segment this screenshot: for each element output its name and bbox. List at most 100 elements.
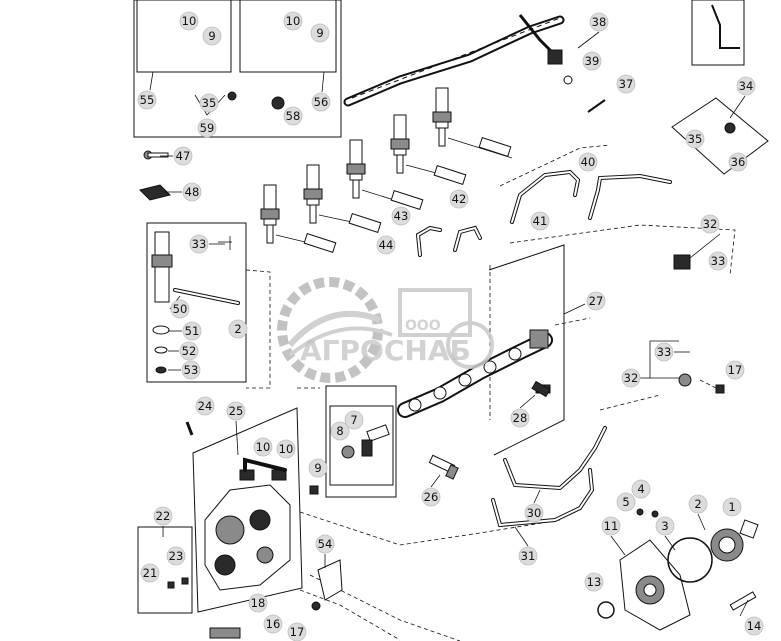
callout-label: 1: [728, 500, 735, 514]
callout-circle: [530, 211, 550, 231]
callout-circle: [182, 321, 202, 341]
callout-circle: [179, 341, 199, 361]
callout-circle: [197, 118, 217, 138]
callout-7: 7: [344, 410, 364, 430]
callout-44: 44: [376, 235, 396, 255]
callout-17: 17: [287, 622, 307, 641]
callout-label: 40: [581, 155, 596, 169]
callout-circle: [140, 563, 160, 583]
callout-circle: [283, 106, 303, 126]
callout-label: 27: [589, 294, 604, 308]
callout-circle: [179, 11, 199, 31]
callout-label: 58: [286, 109, 301, 123]
callout-label: 7: [350, 413, 357, 427]
callout-9: 9: [308, 458, 328, 478]
callout-circle: [589, 12, 609, 32]
callout-label: 30: [527, 506, 542, 520]
callout-circle: [173, 146, 193, 166]
callout-label: 33: [192, 237, 207, 251]
oil-pump-11: [597, 508, 759, 631]
inset-frame-55-56: [133, 0, 342, 138]
callout-26: 26: [421, 487, 441, 507]
callout-circle: [582, 51, 602, 71]
callout-2: 2: [688, 494, 708, 514]
callout-circle: [744, 616, 764, 636]
callout-label: 10: [279, 442, 294, 456]
callout-circle: [283, 11, 303, 31]
callout-label: 2: [694, 497, 701, 511]
callout-18: 18: [248, 593, 268, 613]
callout-label: 10: [182, 14, 197, 28]
callout-label: 53: [184, 363, 199, 377]
callout-59: 59: [197, 118, 217, 138]
callout-label: 10: [256, 440, 271, 454]
callout-circle: [263, 614, 283, 634]
inset-box-50: [146, 222, 247, 383]
callout-9: 9: [310, 23, 330, 43]
callout-label: 17: [290, 625, 305, 639]
callout-10: 10: [276, 439, 296, 459]
fuel-rail-harness: [343, 14, 565, 107]
callout-circle: [725, 360, 745, 380]
callout-circle: [621, 368, 641, 388]
callout-label: 42: [452, 192, 467, 206]
callout-label: 23: [169, 549, 184, 563]
callout-circle: [616, 492, 636, 512]
callout-circle: [330, 421, 350, 441]
callout-37: 37: [616, 74, 636, 94]
callout-3: 3: [655, 516, 675, 536]
callout-41: 41: [530, 211, 550, 231]
callout-label: 41: [533, 214, 548, 228]
callout-label: 2: [234, 322, 241, 336]
callout-30: 30: [524, 503, 544, 523]
inset-frame-7-8: [325, 385, 397, 498]
callout-label: 31: [521, 549, 536, 563]
callout-circle: [586, 291, 606, 311]
callout-label: 26: [424, 490, 439, 504]
callout-circle: [449, 189, 469, 209]
callout-circle: [170, 299, 190, 319]
callout-21: 21: [140, 563, 160, 583]
callout-circle: [601, 516, 621, 536]
callout-label: 35: [688, 132, 703, 146]
bolt-26: [428, 454, 459, 480]
callout-circle: [189, 234, 209, 254]
callout-label: 5: [622, 495, 629, 509]
callout-47: 47: [173, 146, 193, 166]
callout-label: 51: [185, 324, 200, 338]
callout-8: 8: [330, 421, 350, 441]
callout-circle: [616, 74, 636, 94]
callout-circle: [688, 494, 708, 514]
frame-lines: [133, 0, 769, 614]
callout-circle: [226, 401, 246, 421]
callout-circle: [736, 76, 756, 96]
callout-circle: [421, 487, 441, 507]
callout-label: 32: [703, 217, 718, 231]
callout-58: 58: [283, 106, 303, 126]
callout-label: 28: [513, 411, 528, 425]
callout-circle: [728, 152, 748, 172]
callout-circle: [631, 479, 651, 499]
callout-label: 34: [739, 79, 754, 93]
callout-label: 3: [661, 519, 668, 533]
callout-circle: [202, 26, 222, 46]
callout-label: 9: [208, 29, 215, 43]
callout-circle: [310, 23, 330, 43]
callout-circle: [287, 622, 307, 641]
callout-label: 10: [286, 14, 301, 28]
injector: [303, 164, 323, 224]
small-parts: [139, 4, 740, 639]
dashed-lines: [245, 144, 736, 641]
callout-2: 2: [228, 319, 248, 339]
injector: [390, 114, 410, 174]
callout-label: 16: [266, 617, 281, 631]
callout-circle: [510, 408, 530, 428]
callout-56: 56: [311, 92, 331, 112]
callout-23: 23: [166, 546, 186, 566]
inset-box-56: [239, 0, 337, 73]
callout-38: 38: [589, 12, 609, 32]
inset-box-34: [671, 97, 769, 175]
callout-13: 13: [584, 572, 604, 592]
